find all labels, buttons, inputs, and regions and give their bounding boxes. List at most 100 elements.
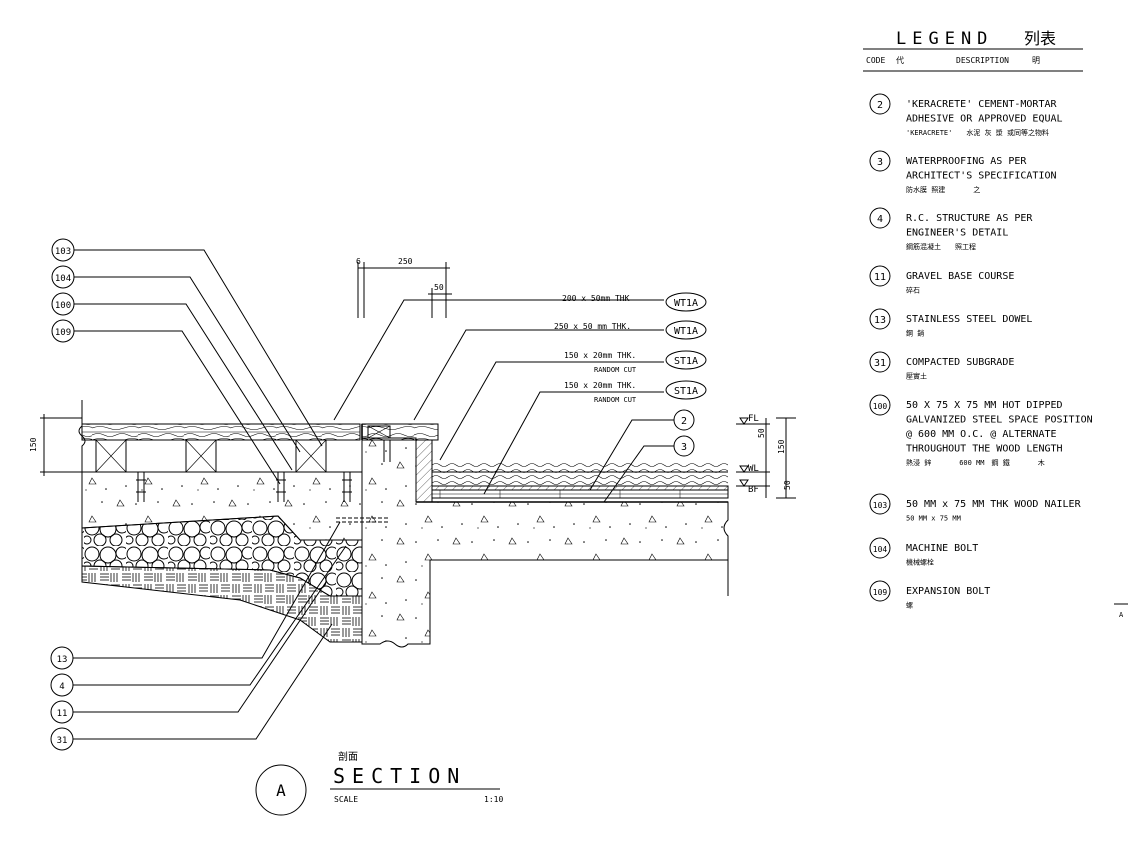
tag-wt1a-2-label: WT1A: [674, 326, 698, 337]
top-dimensions: 6 250 50: [356, 257, 452, 318]
tag-104-label: 104: [55, 274, 71, 284]
legend-description-header-cn: 明: [1032, 56, 1040, 65]
legend-code-circle: [869, 351, 891, 373]
legend-description-cn: 鋼筋混凝土 照工程: [906, 242, 976, 251]
legend-code-circle: [869, 150, 891, 172]
dim-right-top: 50: [757, 428, 766, 438]
legend-description-header: DESCRIPTION: [956, 56, 1009, 65]
expansion-bolts: [136, 440, 391, 502]
section-marker: [255, 764, 307, 816]
legend-description-cn: 50 MM x 75 MM: [906, 515, 961, 523]
callout-4-text: 150 x 20mm THK.: [564, 381, 636, 390]
leader-st1a-wall: [439, 361, 664, 461]
legend-description-line: WATERPROOFING AS PER: [906, 156, 1027, 167]
legend-title: LEGEND: [896, 29, 993, 49]
tag-100-label: 100: [55, 301, 71, 311]
legend-description-line: EXPANSION BOLT: [906, 586, 990, 597]
legend-code: 13: [874, 315, 886, 326]
legend-description-line: STAINLESS STEEL DOWEL: [906, 314, 1032, 325]
legend-code: 11: [874, 272, 886, 283]
legend-code-circle: [869, 493, 891, 515]
legend-code-circle: [869, 93, 891, 115]
dim-top-fifty: 50: [434, 283, 444, 292]
legend-code-header-cn: 代: [896, 55, 904, 65]
tag-11-label: 11: [57, 709, 68, 719]
scale-value: 1:10: [484, 795, 503, 804]
right-levels: FL WL BF 50 150 50: [736, 414, 796, 499]
legend-description-line: 'KERACRETE' CEMENT-MORTAR: [906, 99, 1057, 110]
leader-wt1a-250: [413, 329, 664, 421]
legend-description-line: @ 600 MM O.C. @ ALTERNATE: [906, 429, 1057, 440]
leader-tag-103: [74, 249, 323, 447]
wood-nailers: [95, 425, 391, 473]
tag-st1a-1: [665, 350, 707, 370]
legend-description-cn: 碎石: [906, 286, 920, 295]
legend-description-line: 50 MM x 75 MM THK WOOD NAILER: [906, 499, 1082, 510]
legend-description-cn: 鋼 銷: [906, 329, 924, 338]
legend-code-circle: [869, 537, 891, 559]
tag-st1a-2-label: ST1A: [674, 386, 698, 397]
tag-wt1a-1-label: WT1A: [674, 298, 698, 309]
legend-description-cn: 防水膜 照建 之: [906, 185, 980, 194]
tag-4-label: 4: [59, 682, 64, 692]
callout-2-text: 250 x 50 mm THK.: [554, 322, 631, 331]
callout-3-sub: RANDOM CUT: [594, 366, 637, 374]
tag-3-label: 3: [681, 442, 687, 453]
dim-left-height: 150: [29, 437, 38, 452]
rc-structure: [361, 437, 729, 648]
dim-top-large: 250: [398, 257, 413, 266]
legend-description-line: ADHESIVE OR APPROVED EQUAL: [906, 114, 1063, 125]
leader-tag-11: [73, 581, 327, 713]
legend-description-cn: 'KERACRETE' 水泥 灰 漿 或同等之物料: [906, 128, 1049, 137]
callout-3-text: 150 x 20mm THK.: [564, 351, 636, 360]
legend-description-line: ARCHITECT'S SPECIFICATION: [906, 171, 1057, 182]
tag-103-label: 103: [55, 247, 71, 257]
leader-tag-100: [74, 303, 293, 471]
legend-code: 100: [873, 402, 888, 411]
section-title: SECTION: [333, 764, 466, 788]
tag-31-label: 31: [57, 736, 68, 746]
scale-label: SCALE: [334, 795, 358, 804]
dim-top-small: 6: [356, 257, 361, 266]
legend-description-cn: 螺: [906, 601, 913, 610]
legend-description-cn: 機械螺栓: [906, 558, 934, 567]
tag-st1a-2: [665, 380, 707, 400]
section-letter: A: [276, 781, 286, 800]
tag-2: [673, 409, 695, 431]
leader-st1a-floor: [483, 391, 664, 495]
level-fl: FL: [748, 414, 759, 424]
tag-wt1a-2: [665, 320, 707, 340]
legend-code-circle: [869, 580, 891, 602]
leader-tag-2: [589, 419, 674, 491]
callout-4-sub: RANDOM CUT: [594, 396, 637, 404]
edge-mark: A: [1119, 611, 1124, 619]
dim-right-total: 150: [777, 439, 786, 454]
tag-2-label: 2: [681, 416, 687, 427]
legend-code: 4: [877, 214, 883, 225]
tag-wt1a-1: [665, 292, 707, 312]
dim-right-bottom: 50: [783, 480, 792, 490]
legend-code-circle: [869, 308, 891, 330]
material-callouts: 200 x 50mm THK WT1A 250 x 50 mm THK. WT1…: [50, 238, 707, 751]
section-title-cn: 剖面: [338, 750, 358, 763]
legend-code: 103: [873, 501, 888, 510]
legend-code-circle: [869, 265, 891, 287]
stone-paving-st1a: [431, 489, 729, 499]
tag-13-label: 13: [57, 655, 68, 665]
legend-item: 103 50 MM x 75 MM THK WOOD NAILER 50 MM x …: [869, 493, 1082, 523]
leader-tag-13: [73, 521, 341, 659]
tag-109-label: 109: [55, 328, 71, 338]
legend-title-cn: 列表: [1024, 29, 1056, 48]
tag-3: [673, 435, 695, 457]
wall-tile-finish: [415, 439, 433, 503]
adhesive-layer: [431, 485, 729, 491]
legend: LEGEND 列表 CODE 代 DESCRIPTION 明 2'KERACRE…: [863, 29, 1093, 610]
legend-code: 31: [874, 358, 886, 369]
legend-description-line: R.C. STRUCTURE AS PER: [906, 213, 1033, 224]
legend-description-line: GALVANIZED STEEL SPACE POSITION: [906, 415, 1093, 426]
